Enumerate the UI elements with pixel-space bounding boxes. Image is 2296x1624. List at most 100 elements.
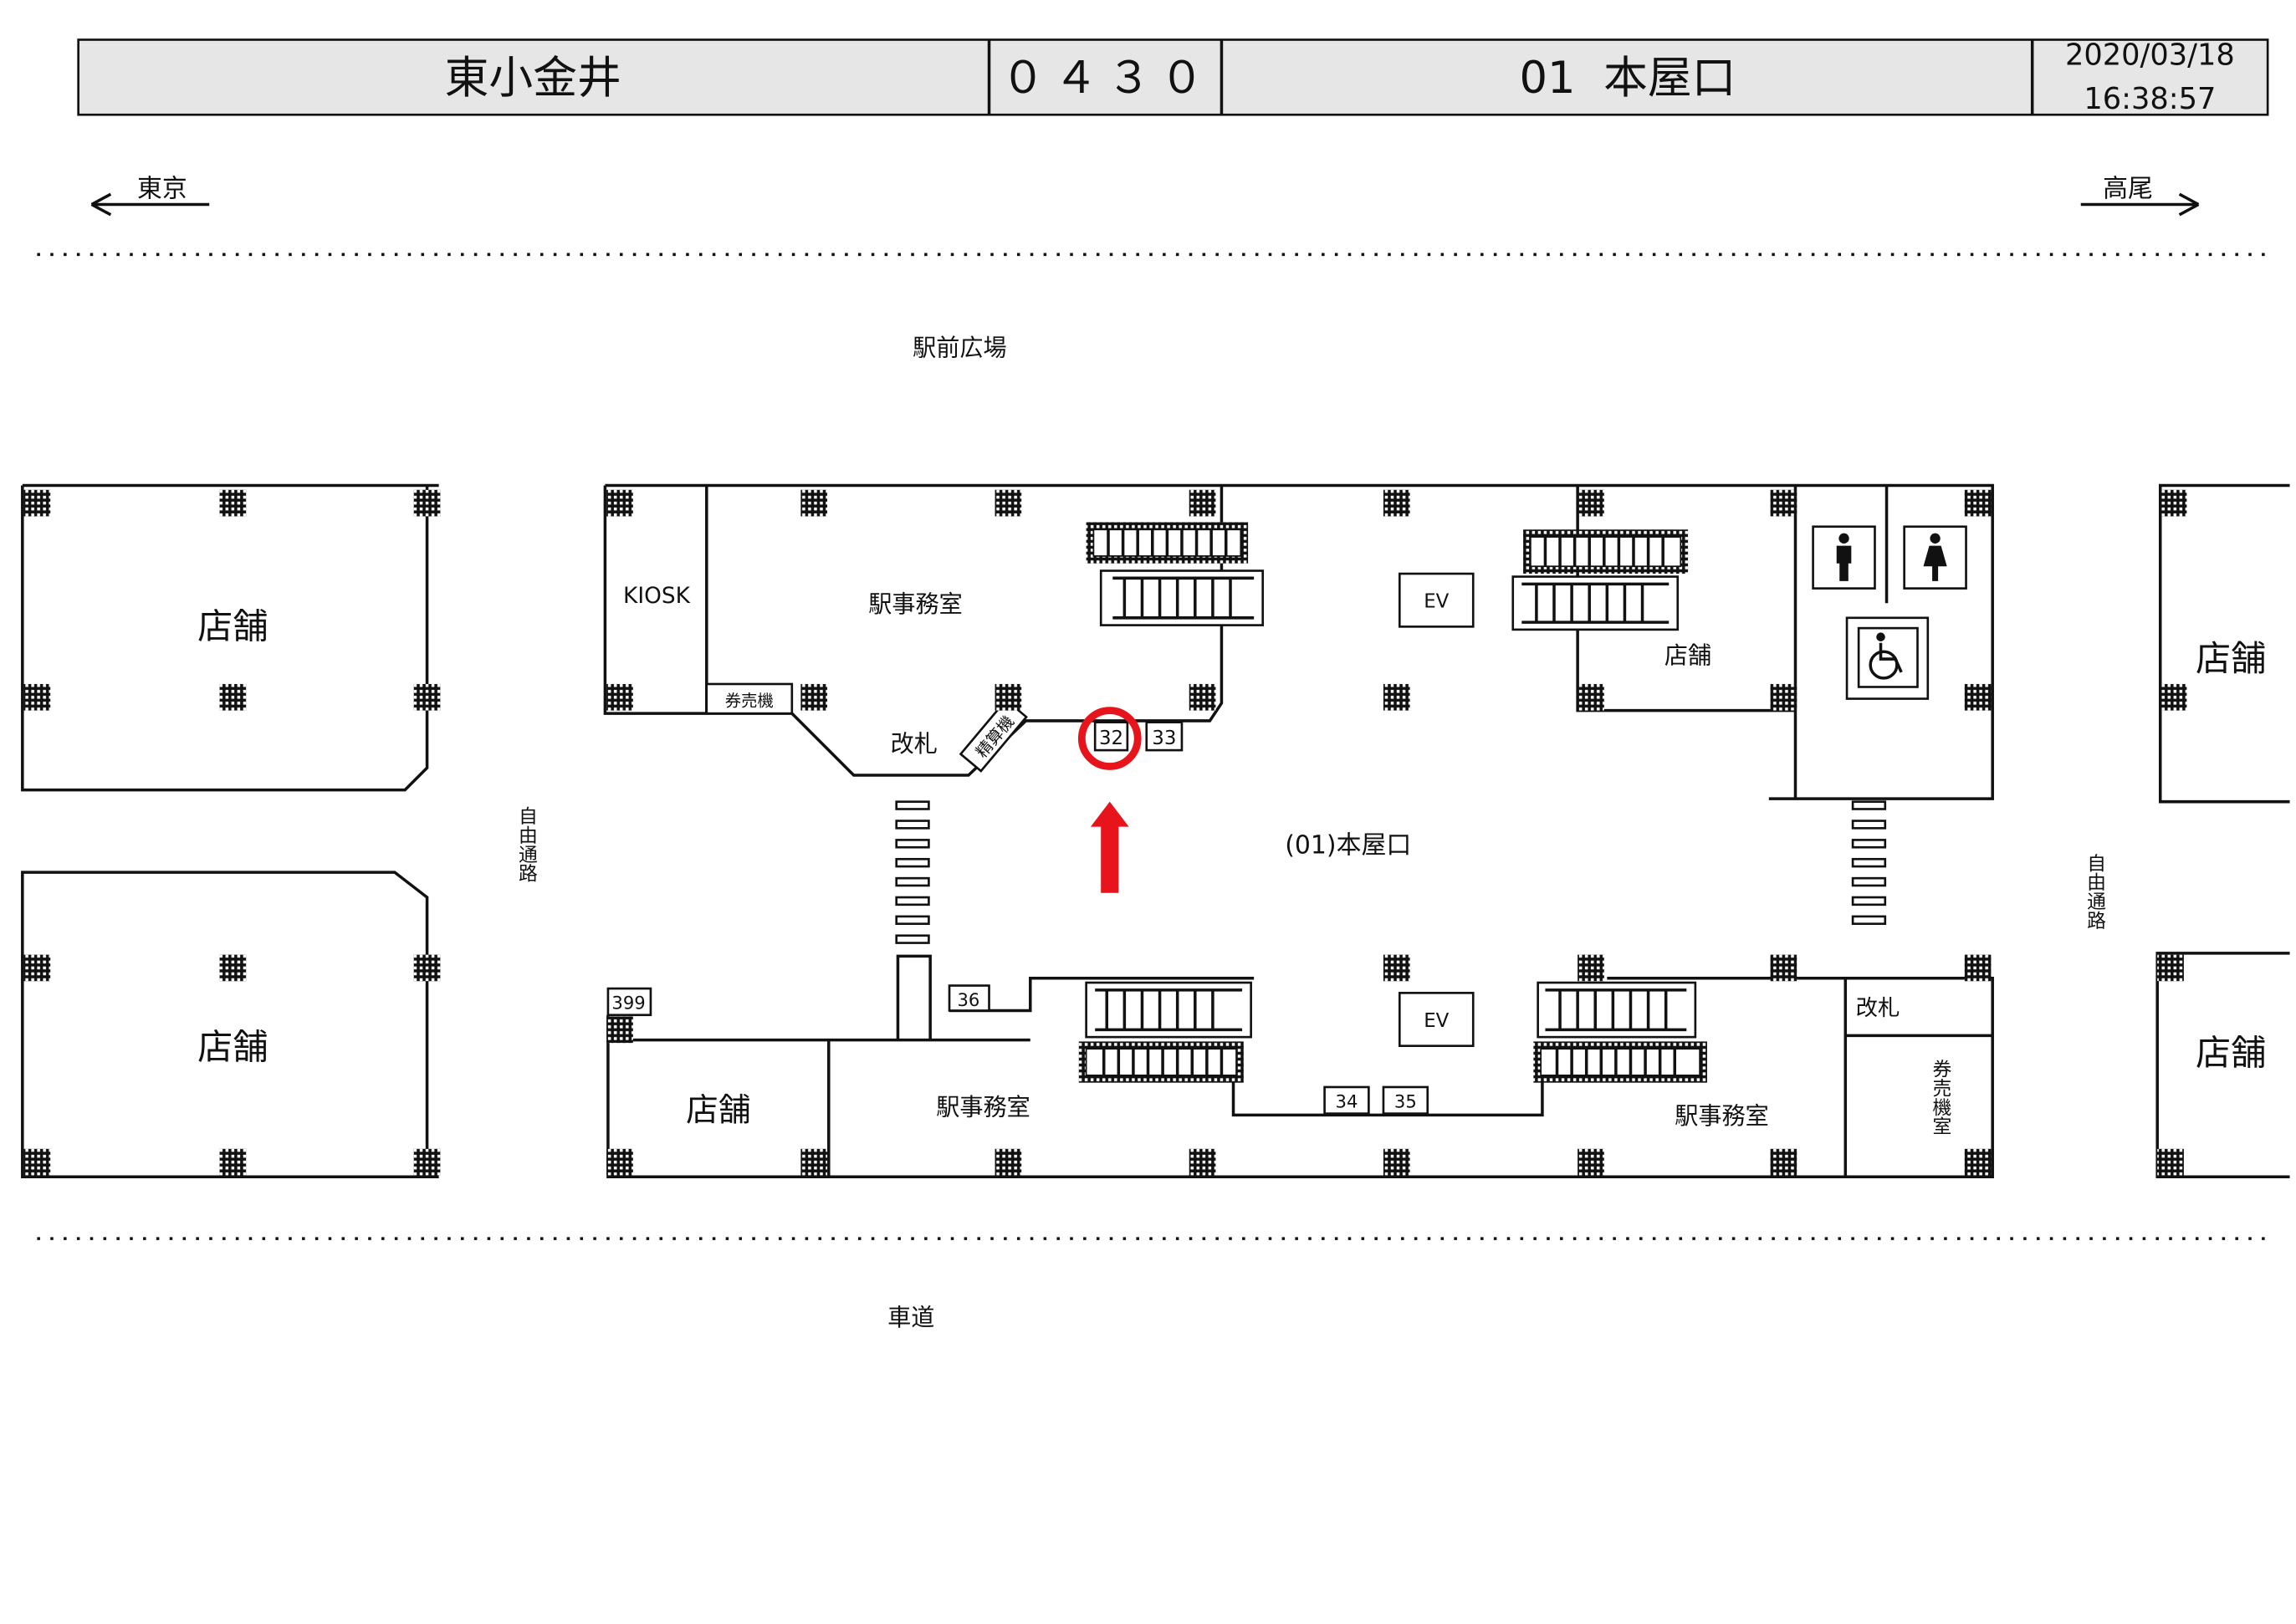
pillar — [1189, 489, 1216, 517]
plaza-label: 駅前広場 — [913, 335, 1007, 362]
pillar — [2160, 683, 2187, 711]
gate-label: 改札 — [891, 730, 938, 758]
crosswalk-stripe — [1851, 820, 1887, 830]
station-code: ０４３０ — [1001, 53, 1213, 104]
pillar — [219, 954, 247, 982]
pillar — [995, 683, 1022, 711]
pillar — [219, 683, 247, 711]
pillar — [413, 1148, 441, 1176]
mens-toilet-icon — [1812, 525, 1876, 590]
direction-left-label: 東京 — [137, 175, 187, 204]
pillar — [1964, 954, 1992, 982]
ad-slot-number: 36 — [957, 989, 979, 1010]
pillar — [606, 683, 633, 711]
crosswalk-stripe — [895, 896, 930, 906]
crosswalk-stripe — [1851, 857, 1887, 868]
pillar — [1770, 489, 1797, 517]
building-north — [603, 483, 1994, 800]
pillar — [23, 489, 51, 517]
ad-slot-number: 33 — [1152, 728, 1176, 749]
pillar — [413, 954, 441, 982]
escalator-icon — [1086, 522, 1265, 626]
ad-slot-35[interactable] — [1382, 1085, 1429, 1115]
crosswalk-stripe — [895, 800, 930, 810]
womens-toilet-icon — [1903, 525, 1967, 590]
ad-slot-33[interactable] — [1145, 721, 1184, 752]
pillar — [2160, 489, 2187, 517]
highlight-arrow-icon — [1090, 801, 1129, 893]
header-bar: 東小金井 ０４３０ 01 本屋口 2020/03/18 16:38:57 — [77, 38, 2269, 116]
pillar — [23, 1148, 51, 1176]
exit-name: 01 本屋口 — [1519, 53, 1736, 104]
direction-right-arrow-icon — [2080, 192, 2200, 217]
pillar — [219, 489, 247, 517]
pillar — [1578, 683, 1604, 711]
gate-label: 改札 — [1856, 996, 1900, 1021]
road-label: 車道 — [887, 1304, 934, 1331]
store-left-top — [21, 483, 439, 792]
ad-slot-32[interactable] — [1093, 721, 1129, 752]
passage-left-label: 自由通路 — [514, 806, 537, 883]
ad-slot-number: 35 — [1394, 1091, 1417, 1112]
ad-slot-34[interactable] — [1323, 1085, 1370, 1115]
ad-slot-number: 32 — [1099, 728, 1123, 749]
pillar — [800, 683, 828, 711]
pillar — [1383, 1148, 1410, 1176]
pillar — [995, 489, 1022, 517]
pillar — [1383, 683, 1410, 711]
wheelchair-icon — [1845, 616, 1930, 700]
building-south — [606, 954, 1994, 1179]
crosswalk-stripe — [895, 934, 930, 944]
store-label: 店舗 — [2196, 1033, 2266, 1074]
crosswalk-stripe — [895, 857, 930, 868]
pillar — [1770, 954, 1797, 982]
crosswalk-stripe — [1851, 839, 1887, 849]
escalator-icon — [1511, 529, 1689, 631]
crosswalk-stripe — [1851, 915, 1887, 926]
pillar — [1189, 1148, 1216, 1176]
crosswalk-stripe — [895, 876, 930, 887]
ev-label: EV — [1424, 1010, 1449, 1032]
pillar — [1964, 683, 1992, 711]
pillar — [1383, 489, 1410, 517]
pillar — [606, 1016, 633, 1044]
store-right-bottom — [2155, 952, 2290, 1179]
crosswalk-stripe — [1851, 896, 1887, 906]
pillar — [800, 1148, 828, 1176]
ticket-machine-room-label: 券売機室 — [1929, 1060, 1951, 1136]
pillar — [2157, 954, 2184, 982]
direction-left-arrow-icon — [90, 192, 210, 217]
pillar — [1578, 489, 1604, 517]
store-label: 店舗 — [197, 1027, 268, 1068]
pillar — [219, 1148, 247, 1176]
highlight-circle — [1077, 707, 1142, 770]
print-date: 2020/03/18 — [2065, 38, 2235, 72]
pillar — [1578, 954, 1604, 982]
elevator — [1398, 992, 1475, 1048]
kiosk-label: KIOSK — [623, 584, 691, 609]
pillar — [1770, 1148, 1797, 1176]
ad-slot-36[interactable] — [948, 984, 990, 1012]
pillar — [1578, 1148, 1604, 1176]
store-left-bottom — [21, 871, 439, 1179]
office-label: 駅事務室 — [936, 1093, 1030, 1121]
store-label: 店舗 — [1664, 641, 1711, 669]
store-right-top — [2158, 483, 2290, 804]
escalator-icon — [1078, 981, 1252, 1083]
store-label: 店舗 — [686, 1091, 750, 1129]
office-label: 駅事務室 — [1675, 1102, 1769, 1130]
ad-slot-399[interactable] — [606, 987, 652, 1017]
store-label: 店舗 — [197, 605, 268, 646]
store-label: 店舗 — [2196, 638, 2266, 679]
pillar — [1964, 1148, 1992, 1176]
pillar — [995, 1148, 1022, 1176]
crosswalk-stripe — [1851, 876, 1887, 887]
pillar — [606, 1148, 633, 1176]
crosswalk-markings — [895, 800, 1887, 944]
station-name: 東小金井 — [445, 53, 621, 104]
pillar — [1770, 683, 1797, 711]
crosswalk-stripe — [895, 839, 930, 849]
crosswalk-stripe — [1851, 800, 1887, 810]
pillar — [606, 489, 633, 517]
